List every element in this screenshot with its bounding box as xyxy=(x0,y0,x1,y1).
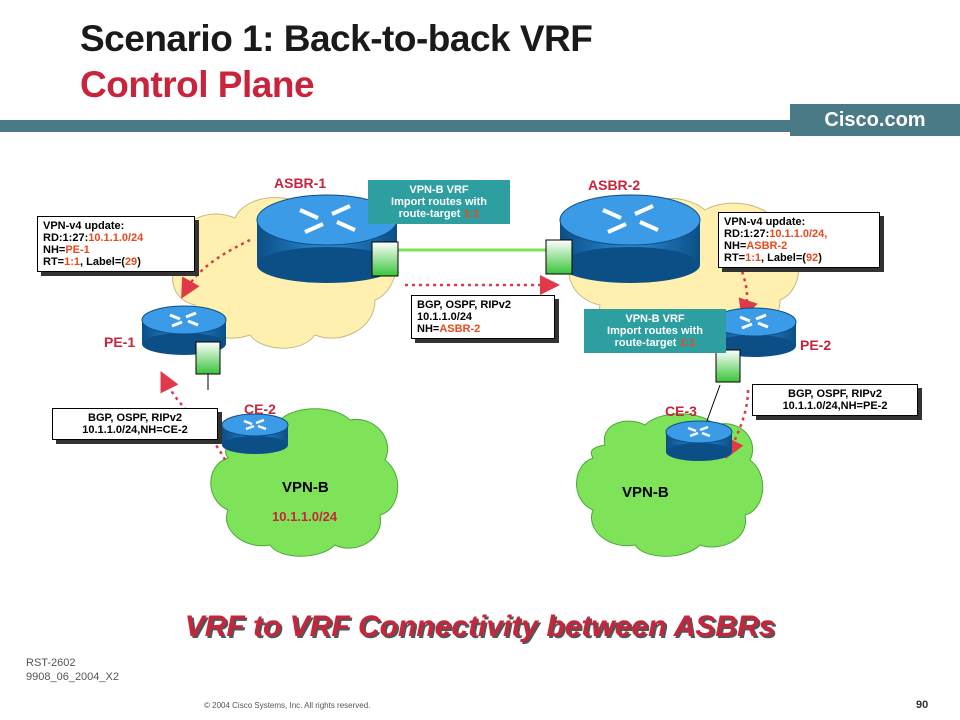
update-left-nh: NH=PE-1 xyxy=(43,244,189,256)
update-right-nh-label: NH= xyxy=(724,240,747,252)
vrf-import-box-asbr2: VPN-B VRF Import routes with route-targe… xyxy=(584,309,726,353)
update-right-nh: NH=ASBR-2 xyxy=(724,240,874,252)
bgp-update-right: BGP, OSPF, RIPv2 10.1.1.0/24,NH=PE-2 xyxy=(752,384,918,416)
update-right-rd-label: RD:1:27: xyxy=(724,228,770,240)
update-left-heading: VPN-v4 update: xyxy=(43,220,125,232)
header-band xyxy=(0,120,960,132)
router-pe1 xyxy=(141,305,227,355)
vrf-port-asbr1 xyxy=(371,241,399,277)
update-left-label-text: , Label=( xyxy=(80,256,125,268)
bgp-update-center: BGP, OSPF, RIPv2 10.1.1.0/24 NH=ASBR-2 xyxy=(411,295,555,339)
update-left-rd-prefix: 10.1.1.0/24 xyxy=(88,232,144,244)
arrow-asbr2-to-pe2 xyxy=(738,264,758,320)
slide-title: Scenario 1: Back-to-back VRF xyxy=(80,18,593,59)
update-left-rt-label: RT= xyxy=(43,256,65,268)
label-asbr2: ASBR-2 xyxy=(588,177,641,193)
footer-codes: RST-2602 9908_06_2004_X2 xyxy=(26,656,119,684)
vrf-box-1-line2: Import routes with xyxy=(391,196,487,208)
bgp-right-prefix: 10.1.1.0/24,NH=PE-2 xyxy=(782,400,888,412)
slide-caption: VRF to VRF Connectivity between ASBRs xyxy=(184,610,776,643)
vpnv4-update-right: VPN-v4 update: RD:1:27:10.1.1.0/24, NH=A… xyxy=(718,212,880,268)
router-ce2 xyxy=(221,413,289,454)
update-right-heading: VPN-v4 update: xyxy=(724,216,806,228)
update-left-nh-label: NH= xyxy=(43,244,66,256)
vrf-box-1-rt-label: route-target xyxy=(398,208,464,220)
label-asbr1: ASBR-1 xyxy=(274,175,327,191)
update-left-label-close: ) xyxy=(137,256,141,268)
update-right-label-close: ) xyxy=(818,252,822,264)
update-right-rd: RD:1:27:10.1.1.0/24, xyxy=(724,228,874,240)
arrow-pe2-to-ce3 xyxy=(725,389,750,459)
update-right-rt-value: 1:1 xyxy=(745,252,761,264)
router-asbr2 xyxy=(559,194,701,283)
bgp-center-protocols: BGP, OSPF, RIPv2 xyxy=(417,299,511,311)
bgp-center-nh: NH=ASBR-2 xyxy=(417,323,549,335)
update-left-rt: RT=1:1, Label=(29) xyxy=(43,256,189,268)
vrf-box-2-line1: VPN-B VRF xyxy=(625,313,685,325)
vrf-box-2-line2: Import routes with xyxy=(607,325,703,337)
footer-code-1: RST-2602 xyxy=(26,657,76,669)
label-pe1: PE-1 xyxy=(104,334,136,350)
vrf-box-2-rt-label: route-target xyxy=(614,337,680,349)
vpnv4-update-left: VPN-v4 update: RD:1:27:10.1.1.0/24 NH=PE… xyxy=(37,216,195,272)
router-ce3 xyxy=(665,420,733,461)
update-right-rt-label: RT= xyxy=(724,252,746,264)
vrf-port-pe1 xyxy=(195,341,221,375)
update-left-rt-value: 1:1 xyxy=(64,256,80,268)
vrf-box-2-line3: route-target 1:1 xyxy=(588,337,722,349)
vrf-import-box-asbr1: VPN-B VRF Import routes with route-targe… xyxy=(368,180,510,224)
label-pe2: PE-2 xyxy=(800,337,832,353)
bgp-center-prefix: 10.1.1.0/24 xyxy=(417,311,473,323)
update-left-rd: RD:1:27:10.1.1.0/24 xyxy=(43,232,189,244)
vpn-right-label: VPN-B xyxy=(622,484,669,501)
footer-copyright: © 2004 Cisco Systems, Inc. All rights re… xyxy=(204,701,371,710)
bgp-center-nh-label: NH= xyxy=(417,323,440,335)
arrow-pe1-to-asbr1 xyxy=(181,238,251,299)
footer-code-2: 9908_06_2004_X2 xyxy=(26,671,119,683)
bgp-left-prefix: 10.1.1.0/24,NH=CE-2 xyxy=(82,424,188,436)
update-left-label-value: 29 xyxy=(124,256,138,268)
page-number: 90 xyxy=(916,699,929,711)
slide-subtitle: Control Plane xyxy=(80,64,315,105)
bgp-left-protocols: BGP, OSPF, RIPv2 xyxy=(88,412,182,424)
bgp-update-left: BGP, OSPF, RIPv2 10.1.1.0/24,NH=CE-2 xyxy=(52,408,218,440)
bgp-right-protocols: BGP, OSPF, RIPv2 xyxy=(788,388,882,400)
update-right-label-value: 92 xyxy=(805,252,819,264)
vrf-box-1-line3: route-target 1:1 xyxy=(372,208,506,220)
update-right-rd-prefix: 10.1.1.0/24, xyxy=(769,228,828,240)
update-right-label-text: , Label=( xyxy=(761,252,806,264)
label-ce2: CE-2 xyxy=(244,401,276,417)
router-asbr1 xyxy=(256,194,398,283)
vpn-left-label: VPN-B xyxy=(282,479,329,496)
brand-tab: Cisco.com xyxy=(790,104,960,136)
label-ce3: CE-3 xyxy=(665,403,697,419)
update-right-nh-value: ASBR-2 xyxy=(746,240,788,252)
update-right-rt: RT=1:1, Label=(92) xyxy=(724,252,874,264)
vpn-left-prefix: 10.1.1.0/24 xyxy=(272,509,338,524)
vrf-box-2-rt-value: 1:1 xyxy=(679,337,696,349)
vrf-port-asbr2 xyxy=(545,239,573,275)
vrf-box-1-line1: VPN-B VRF xyxy=(409,184,469,196)
bgp-center-nh-value: ASBR-2 xyxy=(439,323,481,335)
update-left-rd-label: RD:1:27: xyxy=(43,232,89,244)
update-left-nh-value: PE-1 xyxy=(65,244,90,256)
vrf-port-pe2 xyxy=(715,349,741,383)
vrf-box-1-rt-value: 1:1 xyxy=(463,208,480,220)
